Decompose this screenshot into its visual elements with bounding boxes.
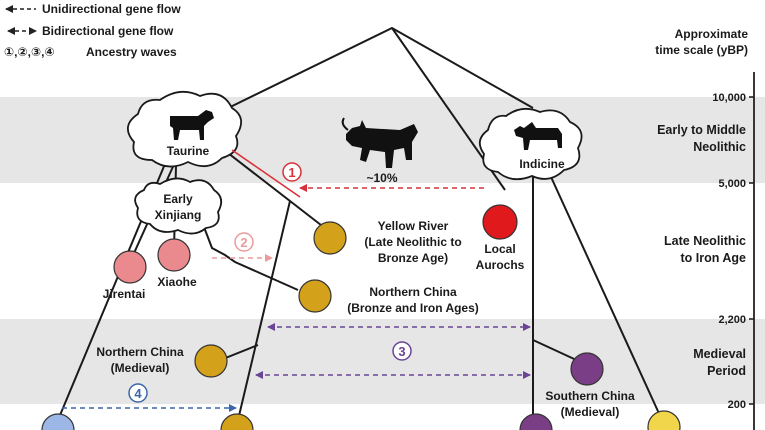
legend-waves-symbols: ①,②,③,④ (4, 45, 55, 59)
label-northern-medieval-2: (Medieval) (111, 361, 170, 375)
svg-text:1: 1 (288, 165, 295, 180)
legend: Unidirectional gene flow Bidirectional g… (4, 2, 181, 59)
xinjiang-label-2: Xinjiang (155, 208, 202, 222)
node-yellow-river (313, 221, 347, 255)
svg-text:4: 4 (134, 386, 142, 401)
population-labels: Jirentai Xiaohe Yellow River (Late Neoli… (96, 219, 635, 419)
label-southern-medieval-2: (Medieval) (561, 405, 620, 419)
tick-5000: 5,000 (718, 178, 746, 190)
node-bottom-gold (220, 413, 254, 430)
indicine-cloud: Indicine (478, 107, 583, 181)
svg-text:3: 3 (398, 344, 405, 359)
period-neolithic-1: Early to Middle (657, 123, 746, 137)
aurochs-bull-icon (341, 117, 418, 168)
aurochs-share-label: ~10% (366, 171, 397, 185)
legend-unidirectional: Unidirectional gene flow (42, 2, 181, 16)
gene-flow-arrows (62, 149, 531, 412)
tick-10000: 10,000 (712, 92, 746, 104)
node-northern-medieval (194, 344, 228, 378)
legend-bidirectional: Bidirectional gene flow (42, 24, 174, 38)
label-southern-medieval-1: Southern China (545, 389, 635, 403)
tick-2200: 2,200 (718, 314, 746, 326)
timescale-title-2: time scale (yBP) (655, 43, 748, 57)
node-jirentai (113, 250, 147, 284)
node-southern-medieval (570, 352, 604, 386)
tick-200: 200 (728, 399, 746, 411)
xinjiang-cloud: Early Xinjiang (134, 177, 223, 235)
time-axis: Approximate time scale (yBP) 10,000 5,00… (655, 27, 755, 430)
label-local-aurochs-2: Aurochs (476, 258, 525, 272)
period-neolithic-2: Neolithic (693, 140, 746, 154)
period-iron-1: Late Neolithic (664, 234, 746, 248)
label-yellow-river-2: (Late Neolithic to (364, 235, 461, 249)
band-medieval (0, 319, 765, 404)
node-bottom-purple (519, 413, 553, 430)
legend-waves: Ancestry waves (86, 45, 177, 59)
xinjiang-label-1: Early (163, 192, 193, 206)
period-iron-2: to Iron Age (680, 251, 746, 265)
label-northern-medieval-1: Northern China (96, 345, 184, 359)
node-bottom-blue (41, 413, 75, 430)
svg-text:2: 2 (240, 235, 247, 250)
node-local-aurochs (482, 204, 518, 240)
taurine-cloud: Taurine (127, 90, 242, 168)
period-medieval-1: Medieval (693, 347, 746, 361)
period-medieval-2: Period (707, 364, 746, 378)
taurine-cow-icon (170, 110, 214, 140)
node-bottom-yellow (647, 410, 681, 430)
label-xiaohe: Xiaohe (157, 275, 197, 289)
wave-4-marker: 4 (128, 383, 148, 403)
taurine-label: Taurine (167, 144, 210, 158)
label-yellow-river-1: Yellow River (378, 219, 449, 233)
wave-3-marker: 3 (392, 341, 412, 361)
population-nodes (41, 204, 681, 430)
label-jirentai: Jirentai (103, 287, 146, 301)
label-northern-bronze-2: (Bronze and Iron Ages) (347, 301, 479, 315)
label-local-aurochs-1: Local (484, 242, 515, 256)
label-yellow-river-3: Bronze Age) (378, 251, 448, 265)
label-northern-bronze-1: Northern China (369, 285, 457, 299)
indicine-label: Indicine (519, 157, 565, 171)
timescale-title-1: Approximate (675, 27, 749, 41)
node-xiaohe (157, 238, 191, 272)
wave-2-marker: 2 (234, 232, 254, 252)
indicine-cow-icon (514, 122, 562, 150)
wave-markers: 1 2 3 4 (128, 162, 412, 403)
wave-1-marker: 1 (282, 162, 302, 182)
node-northern-bronze (298, 279, 332, 313)
